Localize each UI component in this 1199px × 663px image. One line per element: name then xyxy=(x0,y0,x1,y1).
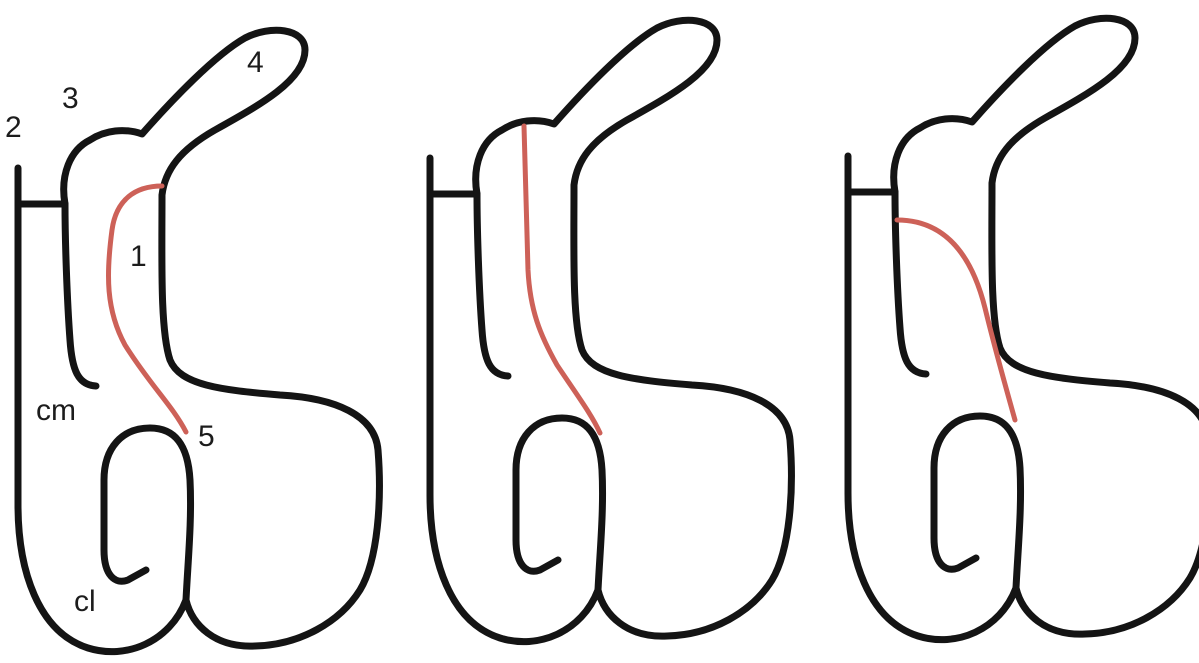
label-cl: cl xyxy=(74,585,96,618)
label-1: 1 xyxy=(130,240,147,273)
label-3: 3 xyxy=(62,82,79,115)
figure-2-outline xyxy=(430,20,791,641)
figure-1-cut-line xyxy=(108,186,186,432)
figure-1-outline xyxy=(18,30,379,651)
figure-1: 1 2 3 4 5 cm cl xyxy=(5,30,379,651)
figure-3-outline xyxy=(848,18,1199,639)
label-cm: cm xyxy=(36,394,76,427)
label-4: 4 xyxy=(247,46,264,79)
figure-3 xyxy=(848,18,1199,639)
label-2: 2 xyxy=(5,111,22,144)
label-5: 5 xyxy=(198,420,215,453)
figure-2-cut-line xyxy=(524,126,600,433)
figure-2 xyxy=(430,20,791,641)
